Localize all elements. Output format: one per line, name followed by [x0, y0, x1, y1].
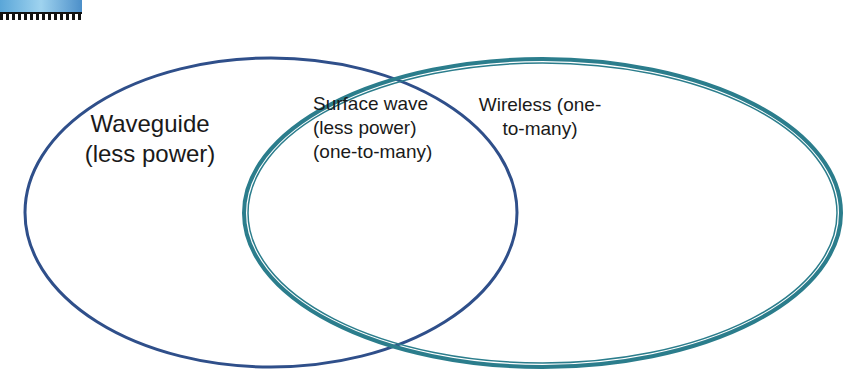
- banner-fragment: [0, 0, 90, 24]
- overlap-label: Surface wave (less power) (one-to-many): [313, 92, 443, 163]
- set-label: Waveguide (less power): [65, 109, 235, 169]
- venn-ellipse: Waveguide (less power): [22, 55, 520, 370]
- ellipse-outline: [22, 55, 520, 370]
- set-label: Wireless (one-to-many): [475, 93, 605, 141]
